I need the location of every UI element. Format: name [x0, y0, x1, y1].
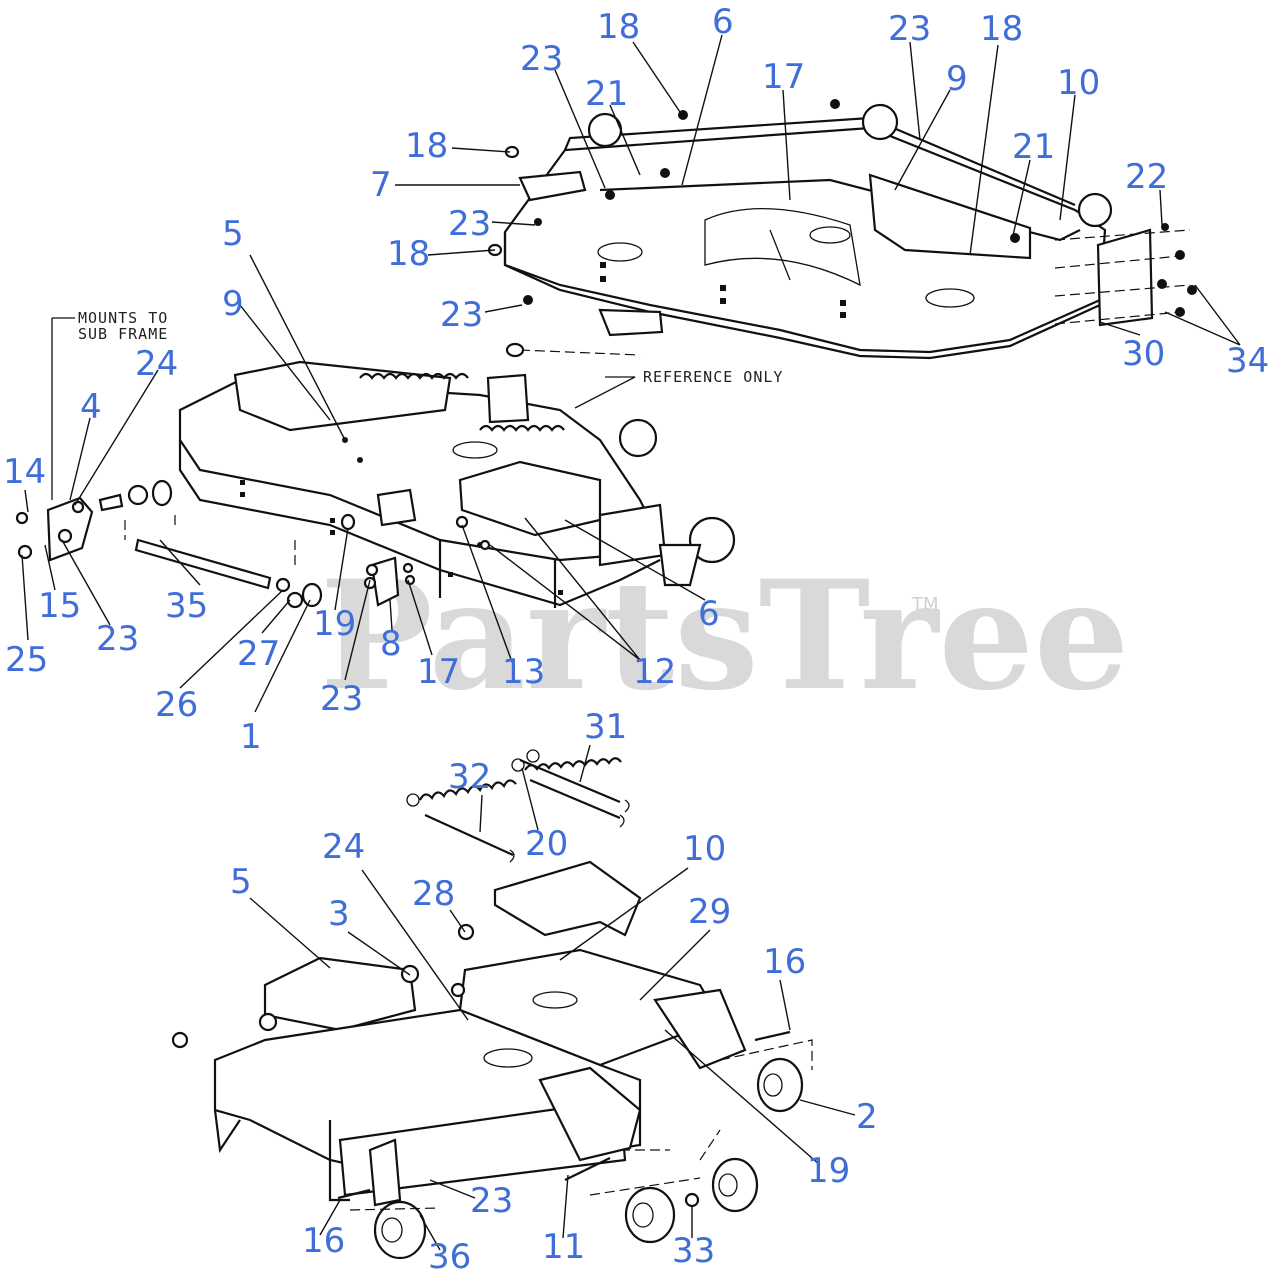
- mounts-to-label: MOUNTS TO: [78, 309, 168, 327]
- leader-lines: [21, 34, 1241, 1251]
- callout-6: 6: [712, 2, 734, 42]
- callout-35: 35: [165, 586, 208, 626]
- callout-27: 27: [237, 634, 280, 674]
- callout-18: 18: [387, 234, 430, 274]
- watermark: PartsTree: [320, 548, 1129, 724]
- tension-springs: [406, 749, 642, 937]
- front-bar: [338, 1098, 627, 1197]
- rear-bracket: [1096, 228, 1154, 327]
- callout-labels: 18 6 23 23 18 21 17 9 10 21 18 7 22 23 1…: [3, 2, 1269, 1277]
- callout-1: 1: [240, 717, 262, 757]
- callout-21: 21: [1012, 127, 1055, 167]
- callout-19: 19: [807, 1151, 850, 1191]
- callout-18: 18: [597, 7, 640, 47]
- callout-24: 24: [135, 344, 178, 384]
- callout-20: 20: [525, 824, 568, 864]
- callout-29: 29: [688, 892, 731, 932]
- callout-23: 23: [440, 295, 483, 335]
- watermark-tm: TM: [911, 594, 939, 615]
- callout-30: 30: [1122, 334, 1165, 374]
- callout-26: 26: [155, 685, 198, 725]
- callout-10: 10: [1057, 63, 1100, 103]
- callout-19: 19: [313, 604, 356, 644]
- caster-wheel-right: [711, 1157, 759, 1213]
- foot-plate-10: [493, 860, 642, 937]
- callout-33: 33: [672, 1231, 715, 1271]
- callout-23: 23: [520, 39, 563, 79]
- callout-16: 16: [763, 942, 806, 982]
- bracket-7: [518, 170, 587, 202]
- callout-5: 5: [230, 862, 252, 902]
- caster-wheel-left: [373, 1200, 427, 1260]
- callout-31: 31: [584, 707, 627, 747]
- caster-wheel-mid: [624, 1186, 676, 1244]
- lower-frame-assembly: [171, 923, 813, 1260]
- anti-scalp-roller: [861, 103, 899, 141]
- pivot-rod: [134, 538, 272, 590]
- callout-16: 16: [302, 1221, 345, 1261]
- spring-coil: [359, 372, 565, 432]
- callout-17: 17: [762, 57, 805, 97]
- callout-18: 18: [405, 126, 448, 166]
- callout-23: 23: [320, 679, 363, 719]
- callout-18: 18: [980, 9, 1023, 49]
- caster-wheel-side: [756, 1057, 804, 1113]
- callout-34: 34: [1226, 341, 1269, 381]
- mower-deck-housing: [487, 99, 1197, 360]
- callout-4: 4: [80, 387, 102, 427]
- sub-frame-assembly: [15, 317, 736, 609]
- callout-28: 28: [412, 874, 455, 914]
- callout-24: 24: [322, 827, 365, 867]
- callout-3: 3: [328, 894, 350, 934]
- callout-9: 9: [222, 284, 244, 324]
- callout-32: 32: [448, 757, 491, 797]
- callout-11: 11: [542, 1227, 585, 1267]
- callout-5: 5: [222, 214, 244, 254]
- callout-2: 2: [856, 1097, 878, 1137]
- callout-7: 7: [370, 165, 392, 205]
- callout-17: 17: [417, 652, 460, 692]
- mount-bracket-4: [46, 496, 94, 562]
- callout-6: 6: [698, 594, 720, 634]
- callout-21: 21: [585, 74, 628, 114]
- callout-8: 8: [380, 624, 402, 664]
- callout-23: 23: [96, 619, 139, 659]
- callout-22: 22: [1125, 157, 1168, 197]
- callout-23: 23: [470, 1181, 513, 1221]
- callout-12: 12: [633, 652, 676, 692]
- anti-scalp-roller: [1077, 192, 1113, 228]
- sub-frame-label: SUB FRAME: [78, 325, 168, 343]
- callout-9: 9: [946, 59, 968, 99]
- reference-only-label: REFERENCE ONLY: [643, 368, 783, 386]
- callout-10: 10: [683, 829, 726, 869]
- callout-13: 13: [502, 652, 545, 692]
- callout-15: 15: [38, 586, 81, 626]
- callout-25: 25: [5, 640, 48, 680]
- callout-14: 14: [3, 452, 46, 492]
- callout-23: 23: [448, 204, 491, 244]
- callout-23: 23: [888, 9, 931, 49]
- callout-36: 36: [428, 1237, 471, 1277]
